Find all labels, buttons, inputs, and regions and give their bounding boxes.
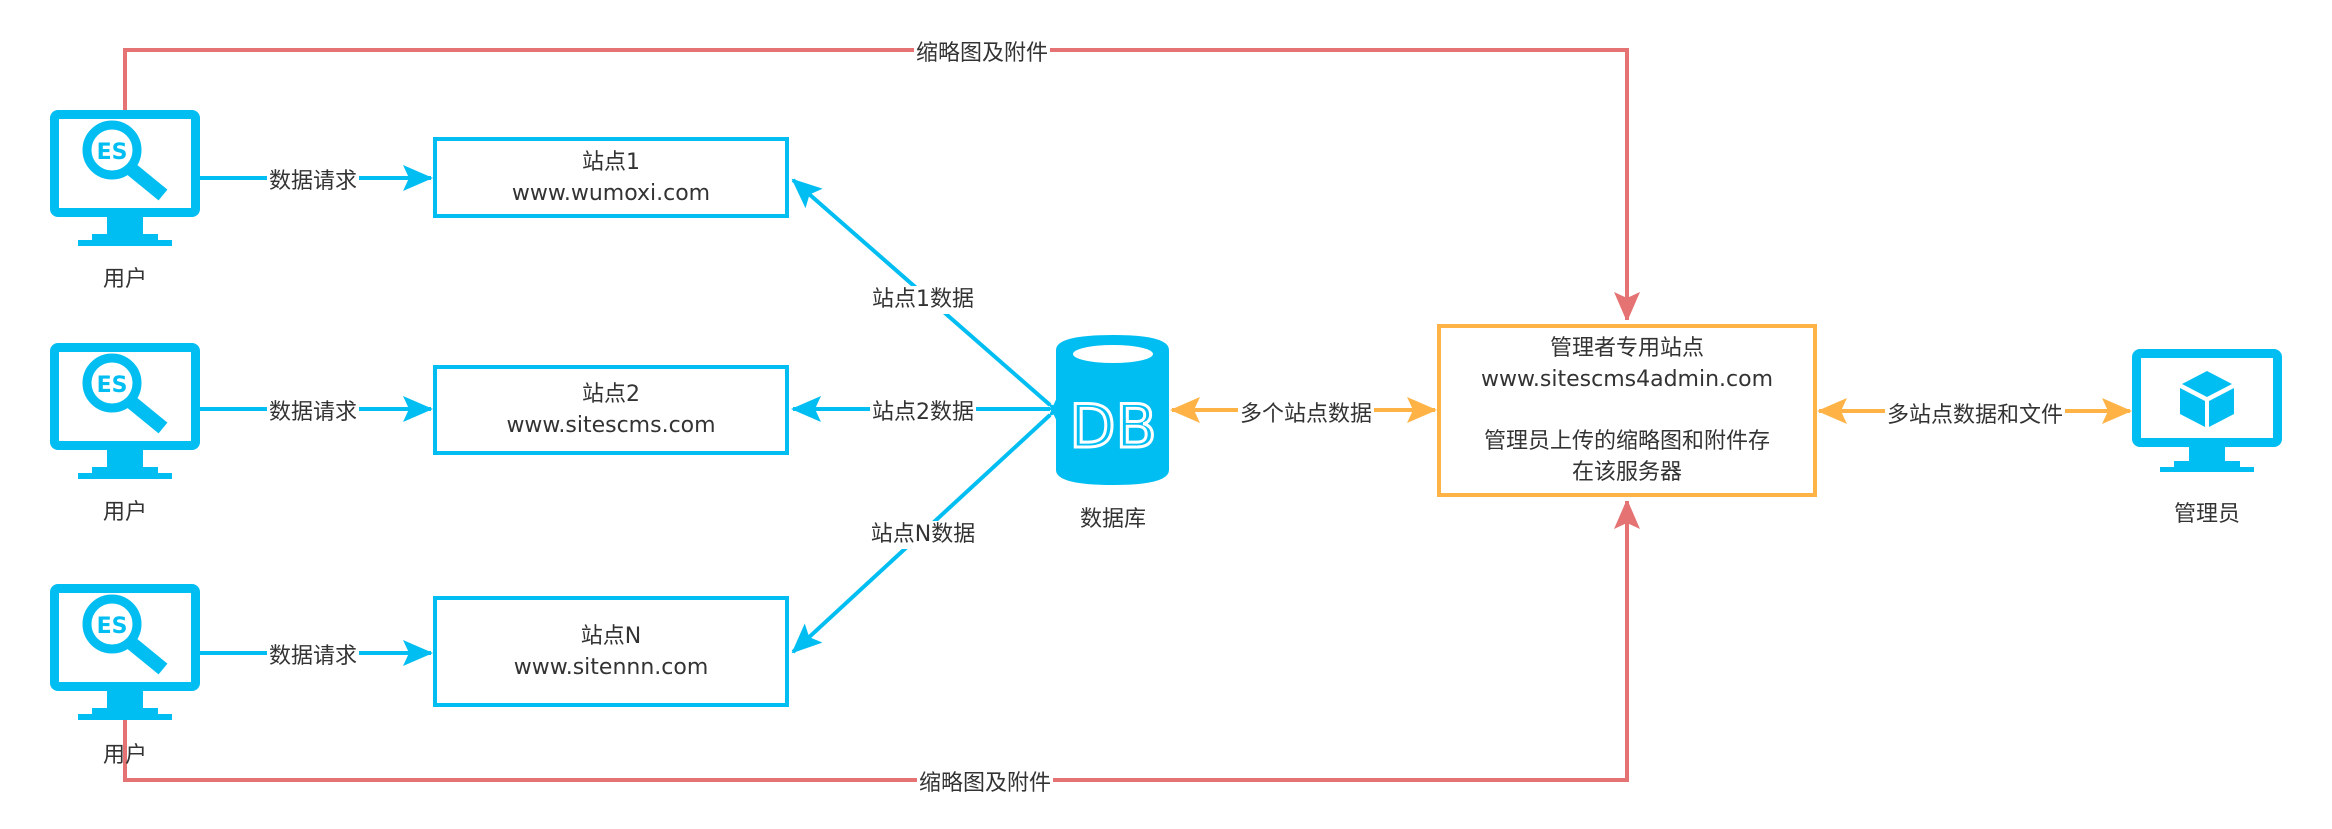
site-data-edge-label-n: 站点N数据 (868, 521, 978, 549)
attachment-edge-bottom (123, 501, 1627, 782)
site-data-edge-label-1: 站点1数据 (870, 286, 976, 314)
database-icon-text: DB (1069, 392, 1156, 462)
cube-icon (2180, 371, 2234, 427)
user-monitor-icon-3[interactable]: ES (50, 584, 200, 720)
site-url: www.sitescms.com (506, 413, 716, 438)
svg-text:ES: ES (97, 373, 128, 398)
db-admin-edge-label: 多个站点数据 (1237, 401, 1375, 429)
site-box-1[interactable]: 站点1 www.wumoxi.com (433, 137, 789, 218)
attachment-edge-label-bottom: 缩略图及附件 (916, 770, 1054, 798)
svg-text:ES: ES (97, 614, 128, 639)
site-url: www.wumoxi.com (511, 180, 711, 206)
attachment-edge-top (123, 48, 1627, 320)
admin-edge-label: 多站点数据和文件 (1884, 402, 2066, 430)
request-edge-label-1: 数据请求 (266, 168, 360, 196)
es-search-icon: ES (82, 120, 168, 201)
request-edge-label-3: 数据请求 (266, 643, 360, 671)
request-edge-label-2: 数据请求 (266, 399, 360, 427)
svg-text:ES: ES (97, 140, 128, 165)
es-search-icon: ES (82, 594, 168, 675)
admin-site-url: www.sitescms4admin.com (1480, 367, 1774, 392)
user-label-2: 用户 (102, 500, 148, 525)
database-cylinder-icon[interactable]: DB (1056, 335, 1169, 485)
admin-site-note-line1: 管理员上传的缩略图和附件存 (1483, 429, 1770, 454)
site-data-edge-label-2: 站点2数据 (870, 399, 976, 427)
site-box-n[interactable]: 站点N www.sitennn.com (433, 596, 789, 707)
user-label-1: 用户 (102, 267, 148, 292)
attachment-edge-label-top: 缩略图及附件 (913, 40, 1051, 68)
admin-site-note-line2: 在该服务器 (1571, 460, 1682, 485)
site-title: 站点2 (582, 382, 640, 407)
database-label: 数据库 (1079, 507, 1147, 532)
site-url: www.sitennn.com (513, 654, 709, 680)
site-title: 站点1 (582, 149, 640, 175)
admin-monitor-icon[interactable] (2132, 349, 2282, 472)
es-search-icon: ES (82, 353, 168, 434)
admin-label: 管理员 (2173, 502, 2241, 527)
admin-site-title: 管理者专用站点 (1549, 336, 1704, 361)
user-label-3: 用户 (102, 743, 148, 768)
admin-site-box[interactable]: 管理者专用站点 www.sitescms4admin.com 管理员上传的缩略图… (1437, 324, 1817, 497)
site-box-2[interactable]: 站点2 www.sitescms.com (433, 365, 789, 455)
user-monitor-icon-2[interactable]: ES (50, 343, 200, 479)
site-title: 站点N (580, 623, 642, 649)
user-monitor-icon-1[interactable]: ES (50, 110, 200, 246)
